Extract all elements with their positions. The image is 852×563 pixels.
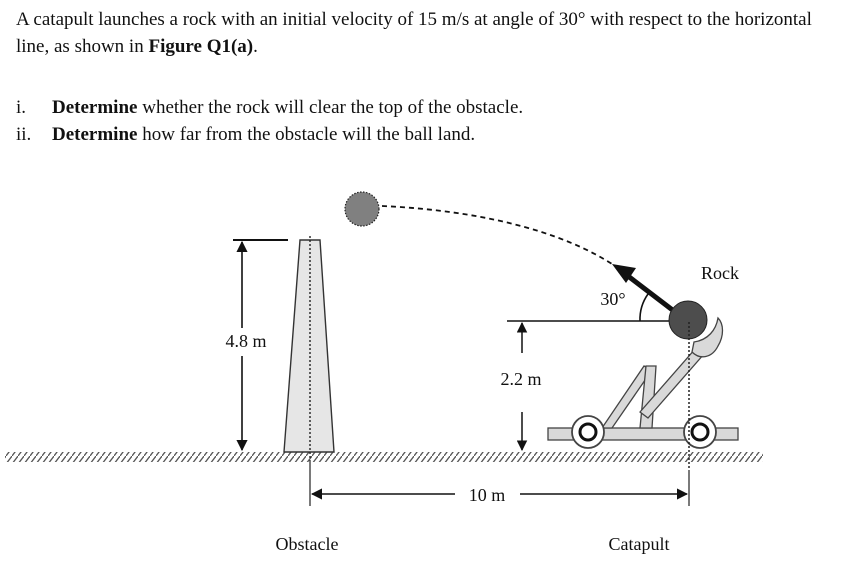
question-list: i. Determine whether the rock will clear… (16, 94, 523, 148)
question-text: how far from the obstacle will the ball … (137, 124, 476, 145)
obstacle-height-label: 4.8 m (225, 331, 266, 351)
angle-arc (639, 293, 649, 322)
problem-end: . (253, 36, 258, 57)
question-verb: Determine (52, 124, 138, 145)
catapult (547, 300, 739, 449)
angle-label: 30° (600, 289, 625, 309)
obstacle-height-dimension (233, 239, 288, 452)
flying-rock (344, 191, 380, 227)
question-number: ii. (16, 124, 32, 145)
problem-text: A catapult launches a rock with an initi… (16, 6, 848, 60)
question-verb: Determine (52, 97, 138, 118)
launch-height-dimension (507, 320, 684, 452)
catapult-label: Catapult (609, 534, 670, 554)
rock (668, 300, 708, 340)
ground (5, 452, 763, 462)
problem-body: A catapult launches a rock with an initi… (16, 9, 812, 57)
problem-statement: A catapult launches a rock with an initi… (16, 6, 848, 60)
launch-height-label: 2.2 m (500, 369, 541, 389)
rock-label: Rock (701, 263, 739, 283)
obstacle-label: Obstacle (276, 534, 339, 554)
question-item: i. Determine whether the rock will clear… (16, 94, 523, 121)
distance-label: 10 m (469, 485, 506, 505)
trajectory (381, 205, 619, 269)
question-item: ii. Determine how far from the obstacle … (16, 121, 523, 148)
question-number: i. (16, 97, 27, 118)
figure-reference: Figure Q1(a) (148, 36, 254, 57)
obstacle (283, 236, 335, 506)
question-text: whether the rock will clear the top of t… (137, 97, 524, 118)
